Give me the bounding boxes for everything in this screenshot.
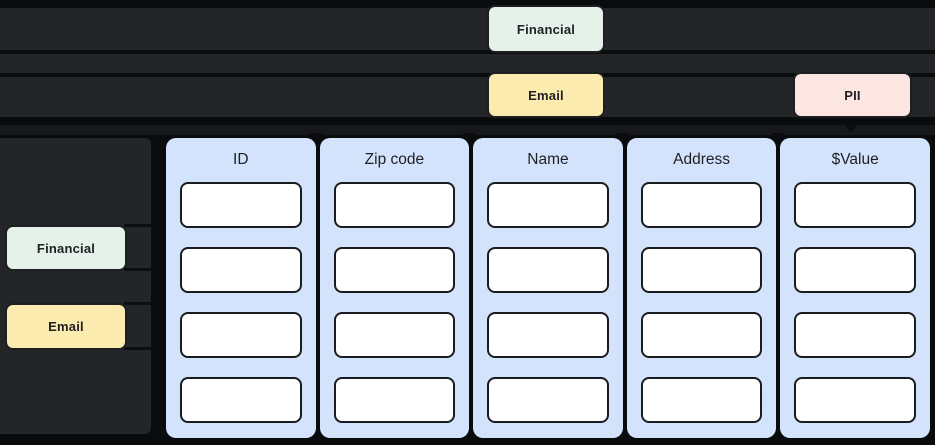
table-column-zip-code: Zip code [319,138,470,438]
table-cell [180,247,302,293]
tag-panel: Financial Email [0,138,151,434]
table-cell [794,182,916,228]
connector-line [124,268,151,271]
connector-line [124,224,151,227]
table-cell [333,247,456,293]
table-column-id: ID [166,138,316,438]
table-cell [487,312,609,358]
column-header: Address [673,151,731,168]
sidebar-tag-financial: Financial [5,225,127,271]
arrow-down-icon [309,133,323,142]
connector-line [124,302,151,305]
arrow-down-icon [462,133,476,142]
table-cell [640,377,763,423]
column-header: ID [233,151,249,168]
conveyor-lane-top [0,8,935,50]
arrow-down-icon [771,133,785,142]
tag-chip-email: Email [487,72,605,118]
data-table: ID Zip code Name Address $Value [166,138,930,438]
table-cell [333,377,456,423]
table-cell [487,182,609,228]
table-cell [487,247,609,293]
table-cell [794,312,916,358]
table-cell [640,312,763,358]
table-cell [180,377,302,423]
table-cell [180,182,302,228]
table-cell [794,247,916,293]
column-header: $Value [831,151,879,168]
tag-chip-label: Email [48,319,84,334]
table-cell [640,247,763,293]
sidebar-tag-email: Email [5,303,127,350]
table-cell [180,312,302,358]
tag-chip-pii: PII [793,72,912,118]
table-cell [333,312,456,358]
tag-chip-label: Email [528,87,564,103]
tag-chip-financial: Financial [487,5,605,53]
table-column-name: Name [473,138,623,438]
table-column--value: $Value [780,138,930,438]
tag-chip-label: Financial [516,21,576,37]
table-cell [794,377,916,423]
table-cell [333,182,456,228]
table-cell [640,182,763,228]
column-header: Zip code [364,151,425,168]
connector-line [124,347,151,350]
tag-chip-label: PII [844,87,861,103]
table-column-address: Address [626,138,777,438]
conveyor-lane-bottom [0,77,935,117]
column-header: Name [527,151,569,168]
tag-chip-label: Financial [36,240,96,256]
arrow-down-icon [845,125,857,133]
arrow-down-icon [616,133,630,142]
conveyor-belt-strip [0,125,935,135]
conveyor-band [0,54,935,73]
table-cell [487,377,609,423]
